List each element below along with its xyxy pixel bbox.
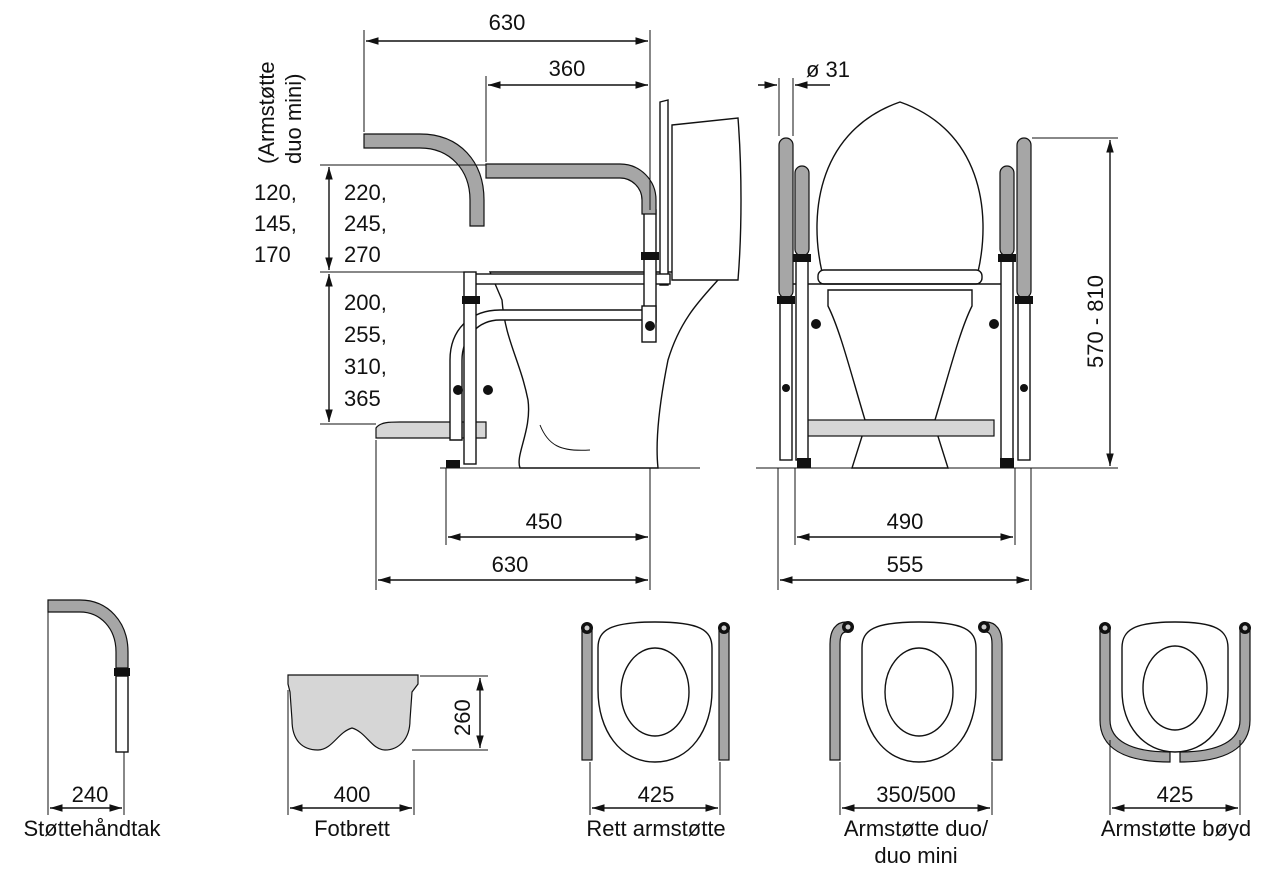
caption-fotbrett: Fotbrett: [314, 816, 390, 841]
toilet-seat-front: [817, 269, 983, 285]
footboard-front: [805, 419, 995, 437]
left-inner-grip: [794, 165, 810, 257]
dim-top-630: 630: [489, 10, 526, 35]
toilet-bowl-front: [827, 289, 973, 421]
clamp: [1015, 296, 1033, 304]
armrest-cap-hole: [721, 625, 727, 631]
dim-inner-width: 490: [887, 509, 924, 534]
armrest-right: [718, 629, 730, 761]
toilet-lid-side: [659, 99, 669, 286]
left-inner-tube: [795, 255, 809, 461]
front-view: ø 31 570 - 810 490 555: [756, 57, 1118, 590]
armrest-height-right-2: 245,: [344, 211, 387, 236]
armrest-height-right-1: 220,: [344, 180, 387, 205]
bolt: [1020, 384, 1028, 392]
bolt-3: [645, 321, 655, 331]
dim-armrest-360: 360: [549, 56, 586, 81]
handle-clamp: [114, 668, 130, 676]
accessory-armstotte-boyd: 425 Armstøtte bøyd: [1099, 621, 1251, 841]
armrest-duo-mini-note: (Armstøtte duo mini): [254, 55, 306, 164]
dim-tube-diameter: ø 31: [806, 57, 850, 82]
footboard-shape: [287, 674, 419, 751]
leg-clamp-1: [462, 296, 480, 304]
caption-stottehandtak: Støttehåndtak: [24, 816, 162, 841]
dim-height-range: 570 - 810: [1083, 275, 1108, 368]
dim-425-straight: 425: [638, 782, 675, 807]
caption-rett-armstotte: Rett armstøtte: [586, 816, 725, 841]
armrest-duo-mini: [363, 133, 485, 227]
seat-opening: [620, 647, 690, 737]
caption-armstotte-duo: Armstøtte duo/: [844, 816, 989, 841]
bolt: [811, 319, 821, 329]
seat-opening: [884, 647, 954, 737]
rear-leg: [643, 209, 657, 323]
right-outer-grip: [1016, 137, 1032, 299]
dim-260: 260: [450, 699, 475, 736]
dim-350-500: 350/500: [876, 782, 956, 807]
dim-400: 400: [334, 782, 371, 807]
right-inner-grip: [999, 165, 1015, 257]
support-handle-grip: [47, 599, 129, 669]
dim-outer-width: 555: [887, 552, 924, 577]
armrest-height-left-3: 170: [254, 242, 291, 267]
foot: [1000, 458, 1014, 468]
accessory-stottehandtak: 240 Støttehåndtak: [24, 599, 162, 841]
left-outer-tube: [779, 297, 793, 461]
armrest-cap-hole: [981, 624, 987, 630]
armrest-bent-left: [1099, 629, 1171, 763]
seat-height-4: 365: [344, 386, 381, 411]
accessory-armstotte-duo: 350/500 Armstøtte duo/ duo mini: [829, 621, 1003, 868]
seat-height-2: 255,: [344, 322, 387, 347]
dim-bottom-450: 450: [526, 509, 563, 534]
dim-425-bent: 425: [1157, 782, 1194, 807]
accessory-rett-armstotte: 425 Rett armstøtte: [581, 621, 730, 841]
bolt: [782, 384, 790, 392]
armrest-left: [581, 629, 593, 761]
armrest-duo-left: [829, 621, 847, 761]
armrest-height-right-3: 270: [344, 242, 381, 267]
toilet-lid-front: [816, 101, 984, 273]
caption-duo-mini: duo mini: [874, 843, 957, 868]
seat-height-3: 310,: [344, 354, 387, 379]
seat-opening: [1142, 645, 1208, 731]
bolt: [989, 319, 999, 329]
toilet-bowl-side: [488, 271, 719, 469]
armrest-cap-hole: [1242, 625, 1248, 631]
right-outer-tube: [1017, 297, 1031, 461]
bolt-1: [453, 385, 463, 395]
leg-clamp-2: [641, 252, 659, 260]
dim-240: 240: [72, 782, 109, 807]
foot: [797, 458, 811, 468]
toilet-seat-side: [469, 273, 671, 285]
armrest-height-left-1: 120,: [254, 180, 297, 205]
clamp: [777, 296, 795, 304]
toilet-tank-side: [671, 117, 742, 281]
side-view: 630 360 120, 145, 170 220, 245, 270 200,…: [254, 10, 742, 590]
bowl-detail: [539, 424, 591, 451]
armrest-cap-hole: [1102, 625, 1108, 631]
armrest-cap-hole: [584, 625, 590, 631]
caption-armstotte-boyd: Armstøtte bøyd: [1101, 816, 1251, 841]
armrest-bent-right: [1179, 629, 1251, 763]
armrest-short: [485, 163, 657, 215]
seat-height-1: 200,: [344, 290, 387, 315]
right-inner-tube: [1000, 255, 1014, 461]
accessory-fotbrett: 260 400 Fotbrett: [287, 674, 488, 841]
foot-cap: [446, 460, 460, 468]
clamp: [998, 254, 1016, 262]
handle-tube: [115, 675, 129, 753]
dim-bottom-630: 630: [492, 552, 529, 577]
clamp: [793, 254, 811, 262]
bolt-2: [483, 385, 493, 395]
armrest-cap-hole: [845, 624, 851, 630]
armrest-duo-right: [985, 621, 1003, 761]
left-outer-grip: [778, 137, 794, 299]
armrest-height-left-2: 145,: [254, 211, 297, 236]
